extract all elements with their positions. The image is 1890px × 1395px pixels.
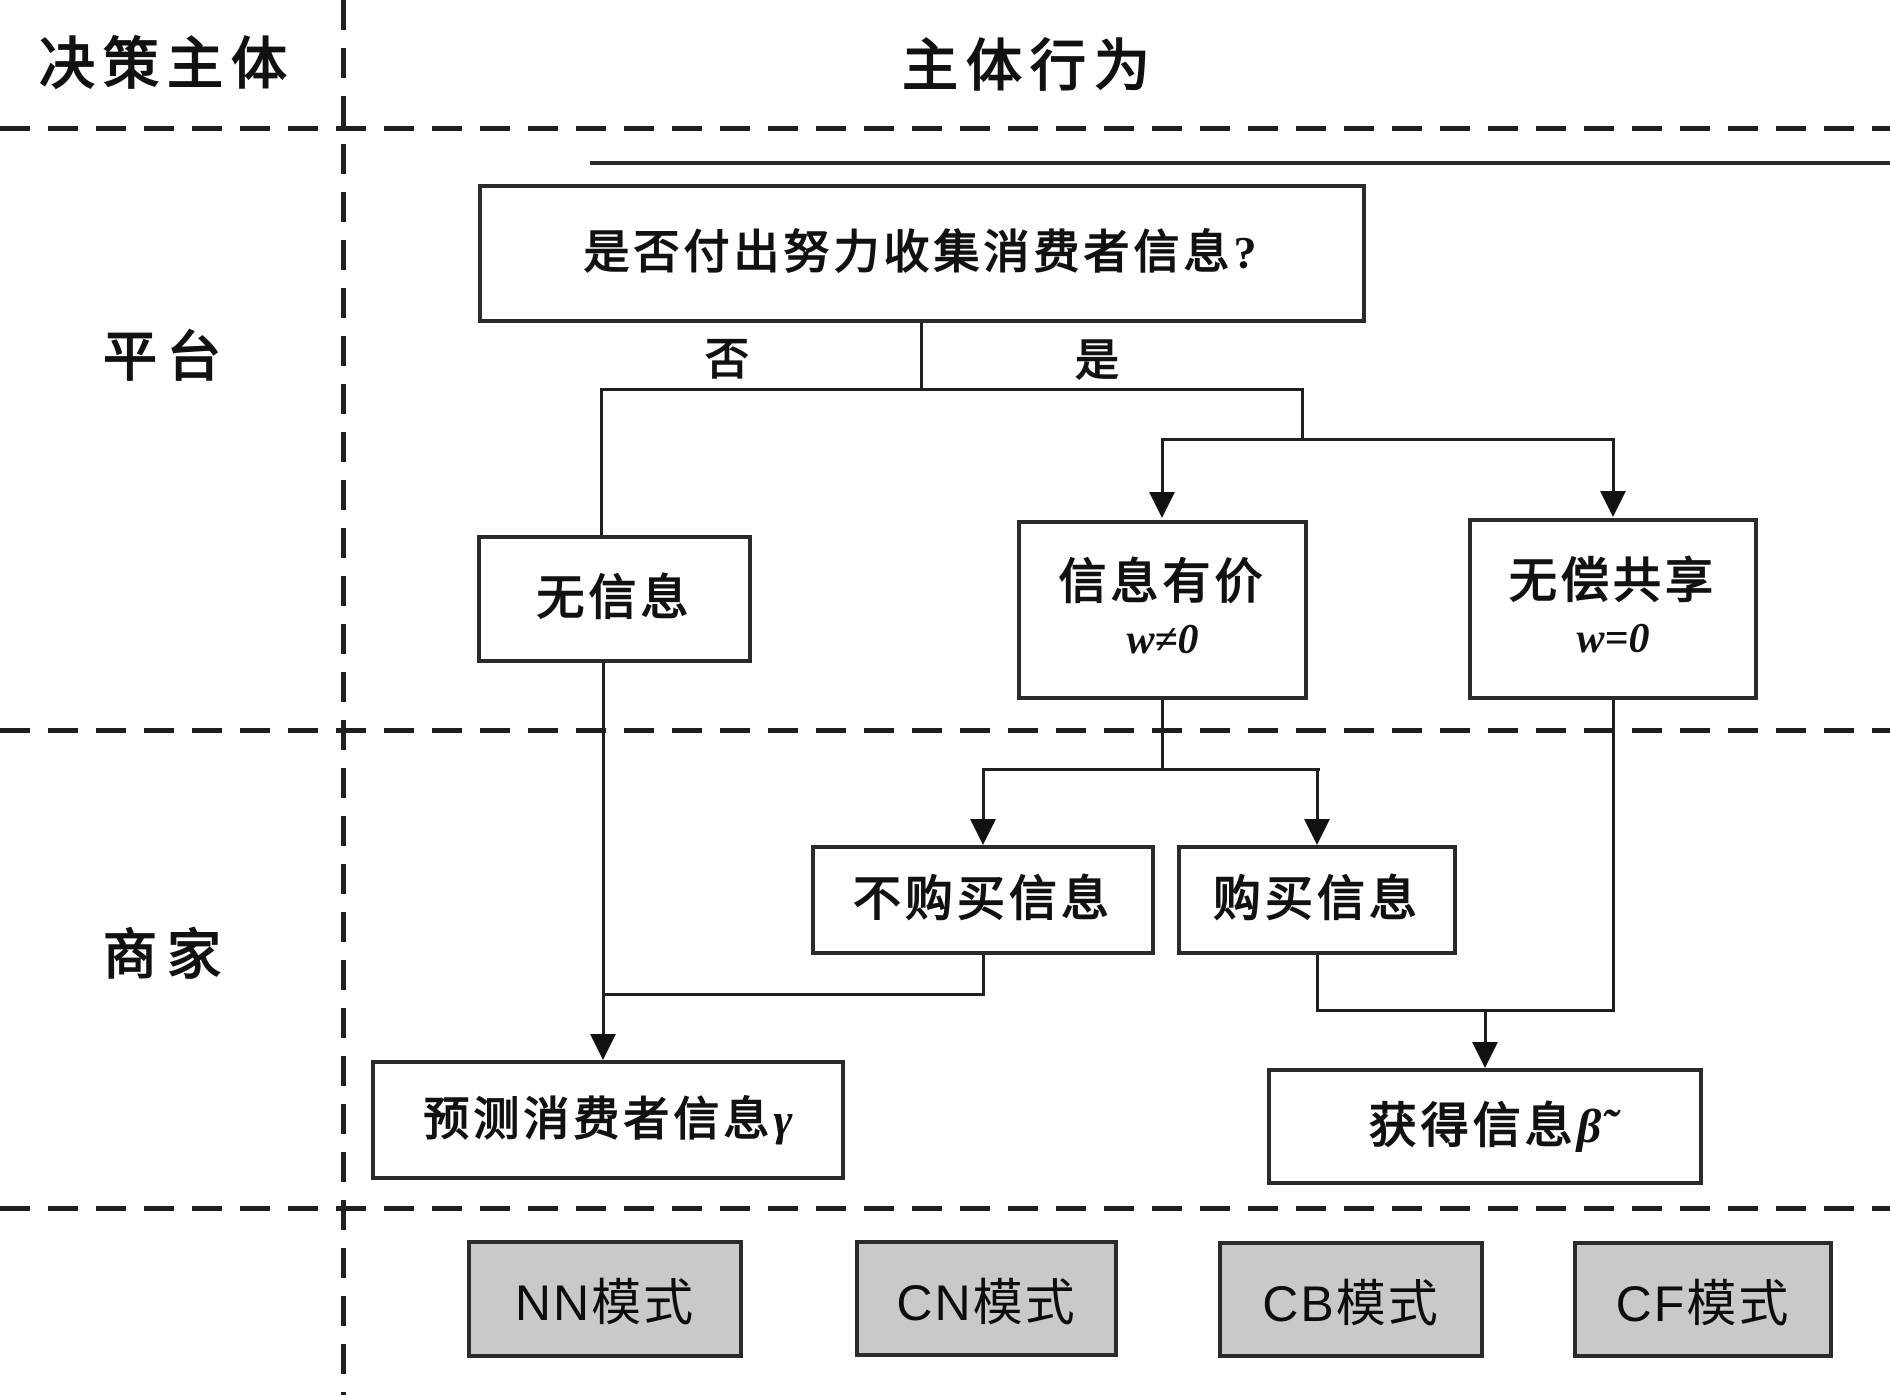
mode-box-cf: CF模式 xyxy=(1573,1241,1833,1358)
connector xyxy=(1316,1009,1615,1012)
section-merchant-label: 商家 xyxy=(103,925,231,986)
node-free-share: 无偿共享 w=0 xyxy=(1468,518,1758,700)
branch-yes-label: 是 xyxy=(1075,336,1119,385)
connector xyxy=(1161,700,1164,771)
mode-cf-label: CF模式 xyxy=(1615,1275,1791,1332)
connector xyxy=(601,388,1304,391)
arrow-down-icon xyxy=(590,1034,616,1060)
node-obtain-symbol: β̃ xyxy=(1576,1099,1602,1153)
connector xyxy=(1161,438,1164,496)
node-not-buy: 不购买信息 xyxy=(811,845,1155,955)
section-platform-label: 平台 xyxy=(103,327,231,388)
header-underline xyxy=(590,161,1890,165)
connector xyxy=(1612,438,1615,494)
connector xyxy=(1484,1009,1487,1044)
mode-box-nn: NN模式 xyxy=(467,1240,743,1358)
mode-nn-label: NN模式 xyxy=(514,1275,696,1331)
platform-merchant-divider-dashed xyxy=(0,728,1890,733)
connector xyxy=(600,388,603,537)
node-question: 是否付出努力收集消费者信息? xyxy=(478,184,1366,323)
node-no-info-label: 无信息 xyxy=(536,572,693,626)
node-priced-info: 信息有价 w≠0 xyxy=(1017,520,1308,700)
header-right-label: 主体行为 xyxy=(902,36,1158,99)
mode-box-cn: CN模式 xyxy=(855,1240,1118,1357)
node-free-share-formula: w=0 xyxy=(1576,616,1650,663)
node-not-buy-label: 不购买信息 xyxy=(852,873,1113,927)
node-buy-label: 购买信息 xyxy=(1212,873,1421,927)
arrow-down-icon xyxy=(1304,819,1330,845)
node-question-label: 是否付出努力收集消费者信息? xyxy=(583,227,1261,279)
merchant-modes-divider-dashed xyxy=(0,1206,1890,1211)
connector xyxy=(1301,388,1304,441)
arrow-down-icon xyxy=(1600,491,1626,517)
header-left-label: 决策主体 xyxy=(39,34,295,97)
node-obtain-label: 获得信息 xyxy=(1368,1099,1577,1153)
node-predict-symbol: γ xyxy=(773,1093,793,1145)
branch-no-label: 否 xyxy=(705,335,749,384)
column-divider-dashed xyxy=(341,0,346,1395)
node-priced-info-label: 信息有价 xyxy=(1058,556,1267,610)
node-buy: 购买信息 xyxy=(1177,845,1457,955)
connector xyxy=(982,768,985,822)
mode-cn-label: CN模式 xyxy=(896,1274,1077,1331)
connector xyxy=(602,993,984,996)
node-free-share-label: 无偿共享 xyxy=(1508,555,1717,609)
connector xyxy=(1316,953,1319,1012)
connector xyxy=(920,323,923,391)
connector xyxy=(1612,700,1615,1012)
node-predict-label: 预测消费者信息 xyxy=(423,1093,774,1145)
connector xyxy=(602,663,605,1036)
connector xyxy=(1161,438,1615,441)
node-priced-info-formula: w≠0 xyxy=(1126,617,1199,664)
arrow-down-icon xyxy=(1472,1042,1498,1068)
connector xyxy=(982,953,985,996)
mode-box-cb: CB模式 xyxy=(1218,1241,1484,1358)
connector xyxy=(982,768,1320,771)
node-no-info: 无信息 xyxy=(477,535,752,663)
arrow-down-icon xyxy=(970,819,996,845)
header-divider-dashed xyxy=(0,126,1890,131)
arrow-down-icon xyxy=(1149,492,1175,518)
connector xyxy=(1316,768,1319,822)
mode-cb-label: CB模式 xyxy=(1262,1275,1440,1332)
